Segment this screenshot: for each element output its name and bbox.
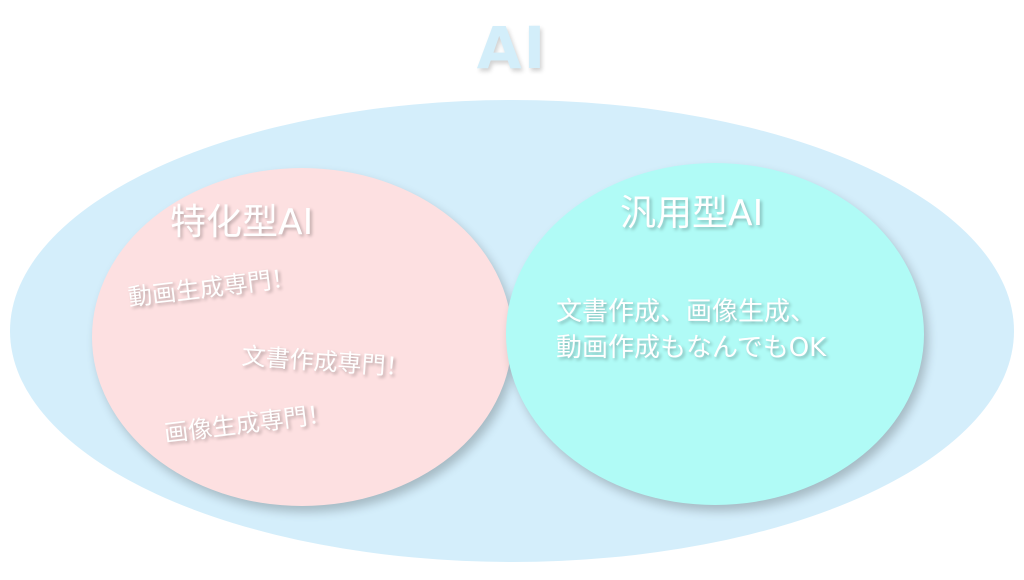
general-ai-description-line-2: 動画作成もなんでもOK <box>556 333 827 363</box>
diagram-title: AI <box>476 14 548 82</box>
specialized-ai-title: 特化型AI <box>170 202 314 243</box>
general-ai-circle <box>506 163 924 505</box>
general-ai-description: 文書作成、画像生成、 動画作成もなんでもOK <box>556 294 826 366</box>
general-ai-description-line-1: 文書作成、画像生成、 <box>556 297 817 327</box>
specialized-ai-circle <box>92 168 512 506</box>
general-ai-title: 汎用型AI <box>620 193 764 234</box>
